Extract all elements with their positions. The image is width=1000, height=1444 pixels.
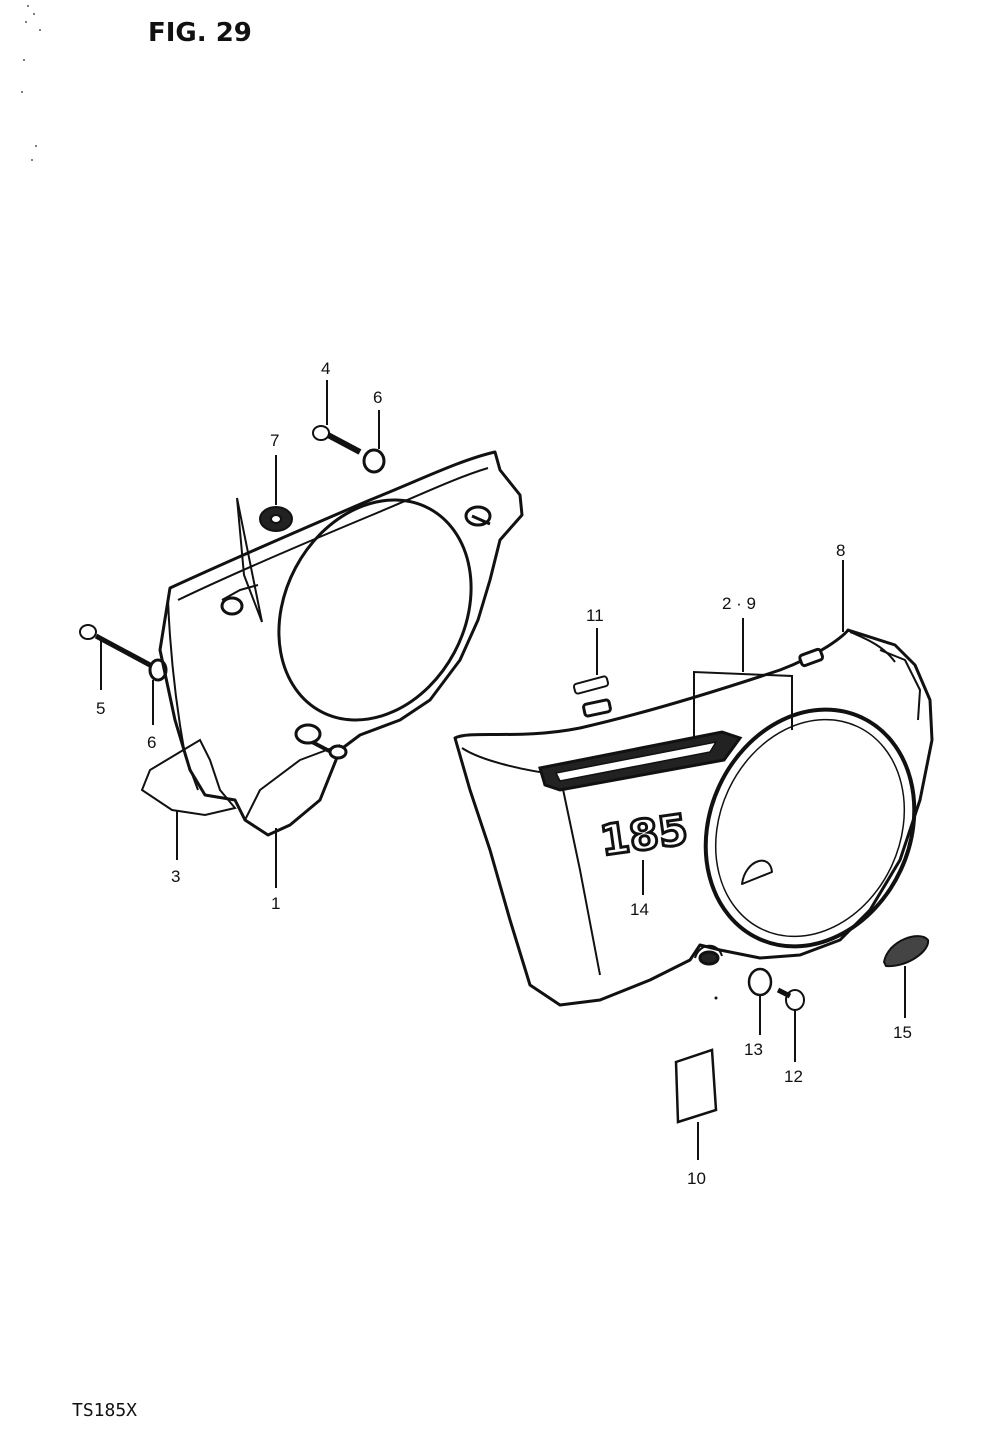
- grommet-part-7: [236, 455, 293, 623]
- washer-part-6-left: [148, 658, 168, 725]
- callout-15: 15: [893, 1023, 912, 1042]
- callout-10: 10: [687, 1169, 706, 1188]
- washer-part-13: [747, 967, 773, 1035]
- washer-part-6-top: [362, 410, 386, 474]
- model-code: TS185X: [72, 1400, 138, 1421]
- callout-1: 1: [271, 894, 280, 913]
- callout-5: 5: [96, 699, 105, 718]
- bolt-part-4: [312, 380, 362, 455]
- bracket-part-3: [140, 738, 237, 817]
- callout-12: 12: [784, 1067, 803, 1086]
- leader-2-9: [693, 618, 793, 738]
- mount-peg-lower: [294, 723, 322, 745]
- callout-11: 11: [586, 606, 604, 625]
- left-frame-cover: [158, 450, 524, 837]
- right-cover-window: [703, 707, 917, 949]
- stripe-decal: [538, 730, 743, 792]
- callout-14: 14: [630, 900, 649, 919]
- callout-6-left: 6: [147, 733, 156, 752]
- callout-2-9: 2 · 9: [722, 594, 756, 613]
- figure-title: FIG. 29: [148, 18, 252, 48]
- left-cover-window: [277, 498, 473, 722]
- label-part-10: [674, 1048, 718, 1160]
- clip-part-11: [572, 628, 610, 695]
- callout-7: 7: [270, 431, 279, 450]
- right-frame-cover: [453, 628, 934, 1007]
- callout-3: 3: [171, 867, 180, 886]
- scan-speckles: [21, 5, 41, 161]
- screw-part-12: [776, 987, 805, 1062]
- callout-4: 4: [321, 359, 330, 378]
- callout-13: 13: [744, 1040, 763, 1059]
- emblem-185: 185: [597, 805, 691, 866]
- bolt-part-5: [79, 624, 152, 690]
- callout-6-top: 6: [373, 388, 382, 407]
- emblem-part-15: [882, 935, 930, 1018]
- callout-8: 8: [836, 541, 845, 560]
